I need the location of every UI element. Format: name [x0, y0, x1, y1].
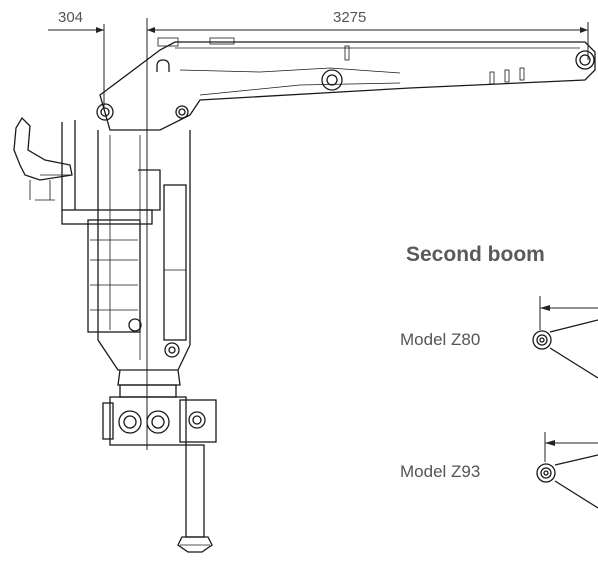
main-boom [96, 37, 596, 131]
model-label-z80: Model Z80 [400, 330, 481, 349]
dimension-label-left: 304 [58, 9, 84, 26]
model-z93-detail [536, 432, 598, 509]
dimension-label-reach: 3275 [333, 9, 367, 26]
model-label-z93: Model Z93 [400, 462, 481, 481]
section-title: Second boom [406, 243, 545, 266]
ladder [87, 219, 142, 333]
crane-base [102, 369, 217, 553]
crane-column [97, 130, 191, 371]
dimension-lines [48, 18, 589, 450]
operator-platform [13, 116, 153, 225]
model-z80-detail [532, 296, 598, 379]
